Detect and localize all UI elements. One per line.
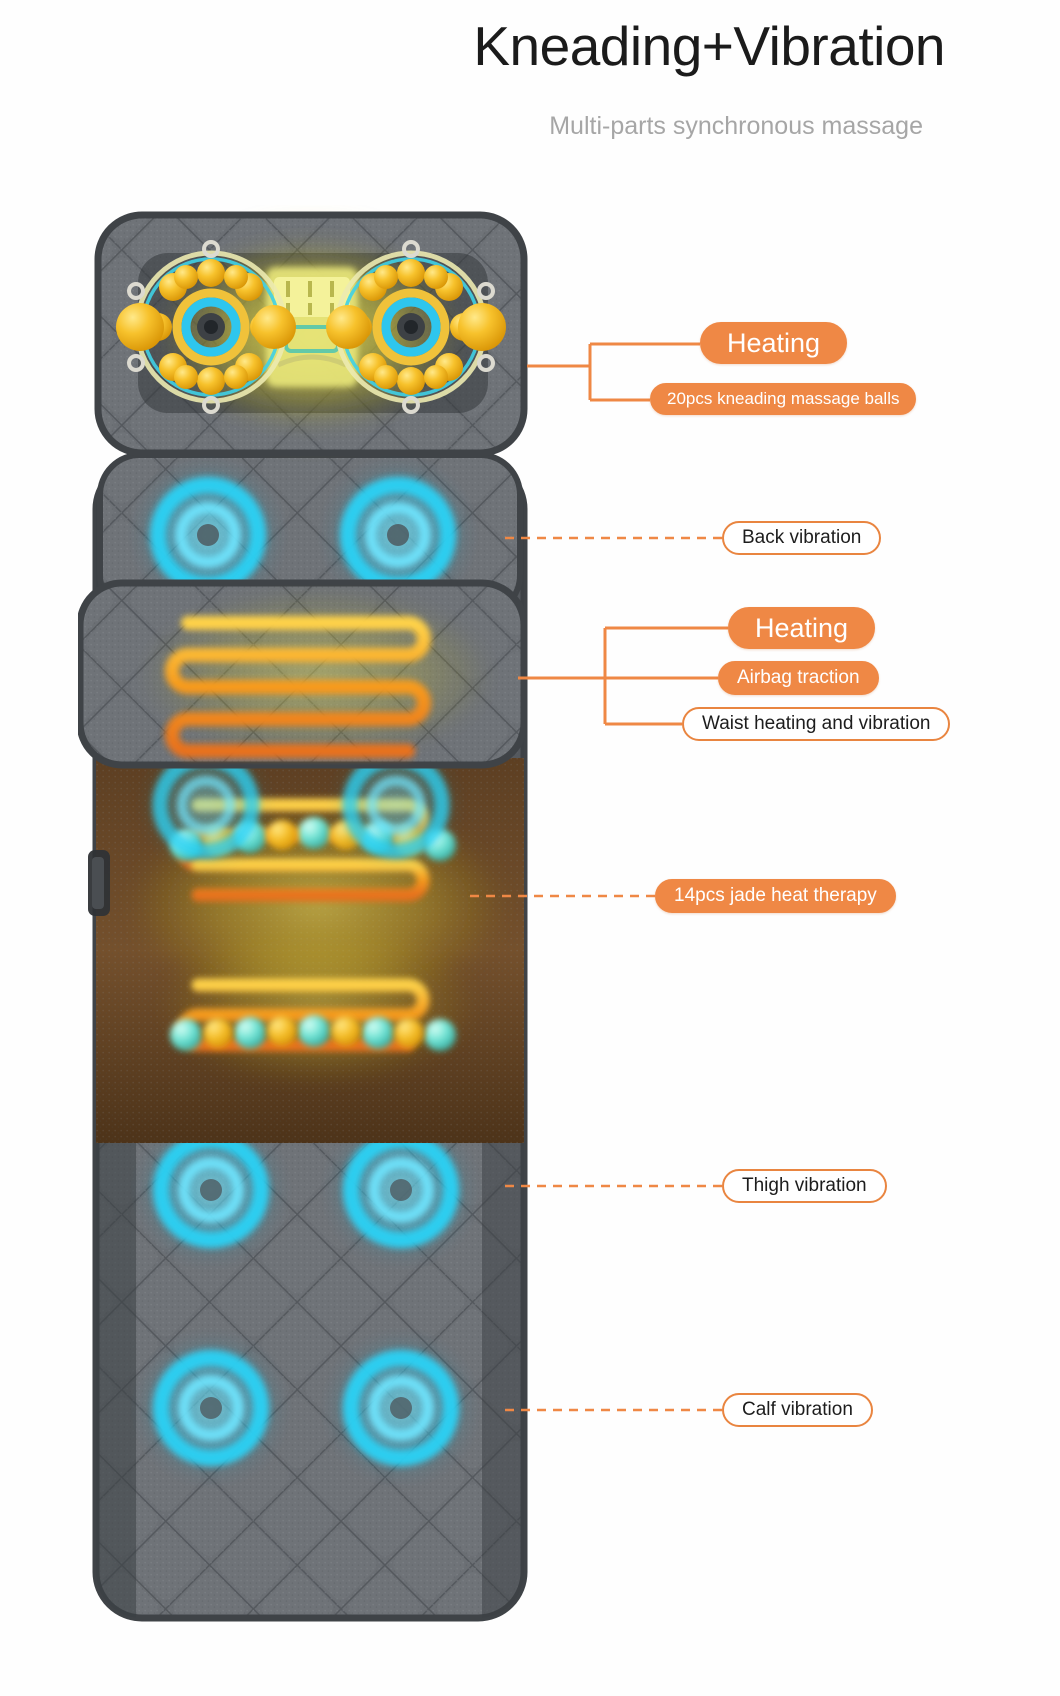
- callout-kneading-balls[interactable]: 20pcs kneading massage balls: [650, 383, 917, 415]
- callout-heating-top[interactable]: Heating: [700, 322, 848, 364]
- kneading-controller: [266, 267, 358, 387]
- page-subtitle: Multi-parts synchronous massage: [549, 112, 923, 140]
- callout-calf-vibration[interactable]: Calf vibration: [722, 1393, 873, 1427]
- page-title: Kneading+Vibration: [473, 15, 945, 77]
- callout-airbag-traction[interactable]: Airbag traction: [718, 661, 879, 695]
- back-panel: [97, 452, 523, 618]
- side-control-pocket: [88, 850, 110, 916]
- jade-stones-lower: [170, 1015, 456, 1051]
- kneading-head-left: [116, 240, 296, 414]
- callout-thigh-vibration[interactable]: Thigh vibration: [722, 1169, 887, 1203]
- kneading-head-right: [326, 240, 506, 414]
- jade-heat-band: [96, 745, 524, 1143]
- callout-heating-waist[interactable]: Heating: [728, 607, 876, 649]
- headrest-pillow: [94, 210, 528, 457]
- callout-waist-heating-vibration[interactable]: Waist heating and vibration: [682, 707, 951, 741]
- callout-jade-heat-therapy[interactable]: 14pcs jade heat therapy: [655, 879, 896, 913]
- waist-pillow: [78, 579, 528, 769]
- massage-mattress-illustration: [78, 205, 548, 1625]
- callout-back-vibration[interactable]: Back vibration: [722, 521, 882, 555]
